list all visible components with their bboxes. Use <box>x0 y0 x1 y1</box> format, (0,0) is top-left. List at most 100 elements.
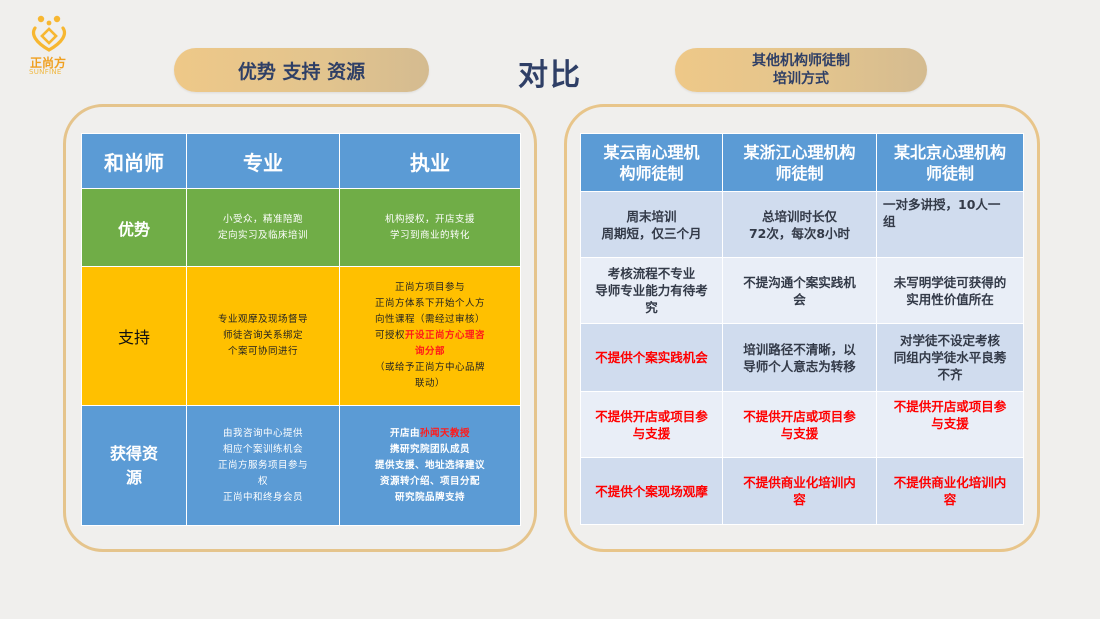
highlight-text: 开设正尚方心理咨 <box>405 330 486 341</box>
cell-line: 一对多讲授，10人一 <box>883 197 1001 212</box>
cell-line: 容 <box>793 492 806 507</box>
table-cell: 培训路径不清晰，以导师个人意志为转移 <box>722 323 877 392</box>
section-title-advantages: 优势 支持 资源 <box>174 48 429 92</box>
table-cell: 不提沟通个案实践机会 <box>722 257 877 324</box>
cell-line: 培训路径不清晰，以 <box>743 341 856 357</box>
comparison-table: 某云南心理机构师徒制 某浙江心理机构师徒制 某北京心理机构师徒制 周末培训周期短… <box>580 133 1024 525</box>
header-line: 某浙江心理机构 <box>743 142 856 162</box>
table-cell: 考核流程不专业导师专业能力有待考究 <box>580 257 723 324</box>
cell-line: 周末培训 <box>626 208 677 224</box>
section-title-others-line2: 培训方式 <box>773 71 829 87</box>
cell-line: 不提供开店或项目参 <box>743 408 856 424</box>
highlight-text: 询分部 <box>414 346 445 357</box>
cell-line: 与支援 <box>632 425 671 441</box>
logo-en-text: SUNFINE <box>29 68 62 76</box>
table-cell-warning: 不提供商业化培训内容 <box>722 457 877 525</box>
table-cell: 周末培训周期短，仅三个月 <box>580 191 723 258</box>
cell-line: 携研究院团队成员 <box>389 443 470 455</box>
table-row: 考核流程不专业导师专业能力有待考究 不提沟通个案实践机会 未写明学徒可获得的实用… <box>580 257 1024 324</box>
cell-line: 开店由孙闻天教授 <box>340 426 520 442</box>
table-cell-warning: 不提供个案现场观摩 <box>580 457 723 525</box>
row-label-line: 源 <box>125 467 142 487</box>
cell-line: 容 <box>943 492 957 507</box>
table-cell: 机构授权，开店支援 学习到商业的转化 <box>339 188 521 267</box>
header-cell: 某北京心理机构师徒制 <box>876 133 1024 192</box>
header-line: 师徒制 <box>925 163 974 183</box>
highlight-text: 孙闻天教授 <box>420 427 471 439</box>
table-row: 不提供开店或项目参与支援 不提供开店或项目参与支援 不提供开店或项目参与支援 <box>580 391 1024 458</box>
cell-line: 不提供开店或项目参 <box>595 408 708 424</box>
cell-line: 不提供商业化培训内 <box>743 475 856 490</box>
cell-line: 实用性价值所在 <box>906 291 994 307</box>
table-row-advantage: 优势 小受众，精准陪跑 定向实习及临床培训 机构授权，开店支援 学习到商业的转化 <box>81 188 521 267</box>
cell-line: 专业观摩及现场督导 <box>217 314 308 325</box>
cell-line: 正尚方体系下开始个人方 <box>374 298 485 309</box>
cell-text: 可授权 <box>374 330 405 341</box>
table-cell-warning: 不提供开店或项目参与支援 <box>722 391 877 458</box>
right-panel-frame <box>564 104 1040 552</box>
header-line: 构师徒制 <box>619 163 684 183</box>
section-title-others: 其他机构师徒制 培训方式 <box>675 48 927 92</box>
logo-cn-text: 正尚方 <box>30 56 67 70</box>
cell-line: 由我咨询中心提供 <box>222 427 303 439</box>
cell-line: 总培训时长仅 <box>761 208 837 224</box>
header-cell: 和尚师 <box>81 133 187 189</box>
cell-line: 研究院品牌支持 <box>394 491 465 503</box>
cell-line: 可授权开设正尚方心理咨 <box>340 328 520 344</box>
cell-line: 定向实习及临床培训 <box>217 229 308 241</box>
heart-people-icon <box>31 15 67 52</box>
cell-line: 个案可协同进行 <box>227 346 298 357</box>
advantage-table: 和尚师 专业 执业 优势 小受众，精准陪跑 定向实习及临床培训 机构授权，开店支… <box>81 133 521 526</box>
cell-line: 对学徒不设定考核 <box>899 333 1000 348</box>
header-line: 某北京心理机构 <box>893 142 1006 162</box>
cell-line: 相应个案训练机会 <box>222 443 303 455</box>
left-panel-frame <box>63 104 537 552</box>
header-cell: 专业 <box>186 133 340 189</box>
header-line: 师徒制 <box>775 163 824 183</box>
page-title: 对比 <box>518 58 582 93</box>
cell-line: 提供支援、地址选择建议 <box>374 459 485 471</box>
cell-line: 师徒咨询关系绑定 <box>222 330 303 341</box>
cell-line: 不提供开店或项目参 <box>893 399 1007 414</box>
cell-line: 考核流程不专业 <box>607 266 696 281</box>
section-title-others-line1: 其他机构师徒制 <box>752 53 850 69</box>
table-cell-warning: 不提供个案实践机会 <box>580 323 723 392</box>
cell-line: 机构授权，开店支援 <box>384 213 475 225</box>
table-row: 不提供个案现场观摩 不提供商业化培训内容 不提供商业化培训内容 <box>580 457 1024 525</box>
table-row-resources: 获得资 源 由我咨询中心提供 相应个案训练机会 正尚方服务项目参与 权 正尚中和… <box>81 405 521 526</box>
header-cell: 某云南心理机构师徒制 <box>580 133 723 192</box>
table-cell: 专业观摩及现场督导 师徒咨询关系绑定 个案可协同进行 <box>186 266 340 406</box>
cell-text: 开店由 <box>389 427 420 439</box>
table-cell: 未写明学徒可获得的实用性价值所在 <box>876 257 1024 324</box>
section-title-advantages-text: 优势 支持 资源 <box>237 60 366 83</box>
table-cell-warning: 不提供商业化培训内容 <box>876 457 1024 525</box>
table-cell: 一对多讲授，10人一组 <box>876 191 1024 258</box>
cell-line: 不提供个案现场观摩 <box>595 483 708 499</box>
cell-line: 同组内学徒水平良莠 <box>893 350 1007 365</box>
table-cell-warning: 不提供开店或项目参与支援 <box>580 391 723 458</box>
cell-line: 不提供个案实践机会 <box>595 350 708 365</box>
cell-line: 正尚中和终身会员 <box>222 491 303 503</box>
row-label: 获得资 源 <box>81 405 187 526</box>
table-cell: 小受众，精准陪跑 定向实习及临床培训 <box>186 188 340 267</box>
cell-line: 导师专业能力有待考 <box>595 283 708 298</box>
table-row: 不提供个案实践机会 培训路径不清晰，以导师个人意志为转移 对学徒不设定考核同组内… <box>580 323 1024 392</box>
cell-line: 72次，每次8小时 <box>748 225 851 241</box>
cell-line: 权 <box>257 475 268 487</box>
cell-line: 学习到商业的转化 <box>389 229 470 241</box>
cell-line: 不齐 <box>937 367 963 382</box>
table-cell: 开店由孙闻天教授 携研究院团队成员 提供支援、地址选择建议 资源转介绍、项目分配… <box>339 405 521 526</box>
brand-logo: 正尚方 SUNFINE <box>24 14 74 76</box>
cell-line: 组 <box>883 214 896 229</box>
cell-line: 小受众，精准陪跑 <box>222 213 303 225</box>
cell-line: 正尚方服务项目参与 <box>217 459 308 471</box>
header-line: 某云南心理机 <box>603 142 700 162</box>
table-cell: 对学徒不设定考核同组内学徒水平良莠不齐 <box>876 323 1024 392</box>
row-label: 优势 <box>81 188 187 267</box>
cell-line: 导师个人意志为转移 <box>743 358 856 374</box>
cell-line: 与支援 <box>780 425 819 441</box>
row-label: 支持 <box>81 266 187 406</box>
header-cell: 某浙江心理机构师徒制 <box>722 133 877 192</box>
